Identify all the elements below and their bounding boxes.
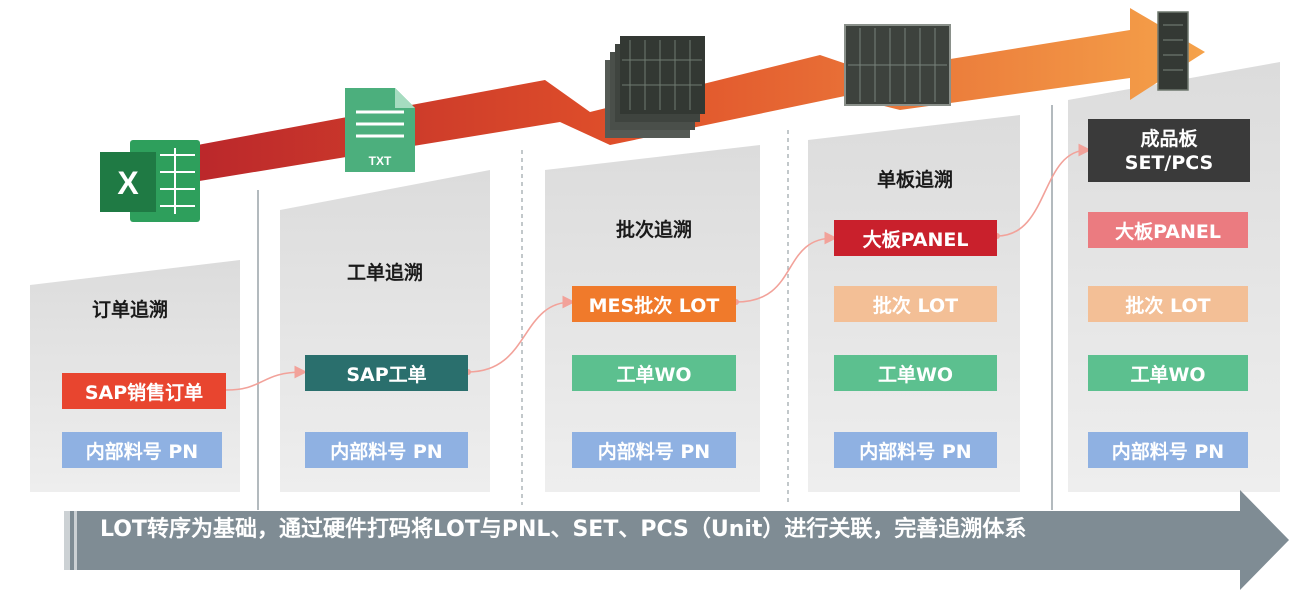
mes-lot-box: MES批次 LOT xyxy=(572,286,736,322)
pcb-stack-image xyxy=(605,36,705,138)
svg-text:X: X xyxy=(117,165,139,201)
summary-banner-text: LOT转序为基础，通过硬件打码将LOT与PNL、SET、PCS（Unit）进行关… xyxy=(100,517,1027,542)
lot-box: 批次 LOT xyxy=(834,286,997,322)
part-number-box: 内部料号 PN xyxy=(305,432,468,468)
sap-sales-order-box: SAP销售订单 xyxy=(62,373,226,409)
banner-stripe xyxy=(64,511,70,570)
stage-title-workorder: 工单追溯 xyxy=(346,262,423,284)
stage-title-order: 订单追溯 xyxy=(91,299,168,321)
stage-title-lot: 批次追溯 xyxy=(615,219,692,241)
part-number-box: 内部料号 PN xyxy=(572,432,736,468)
part-number-box: 内部料号 PN xyxy=(1088,432,1248,468)
sap-workorder-box: SAP工单 xyxy=(305,355,468,391)
part-number-box: 内部料号 PN xyxy=(62,432,222,468)
stage-title-board: 单板追溯 xyxy=(876,169,953,191)
svg-text:TXT: TXT xyxy=(369,154,392,168)
connector-arrow xyxy=(467,295,576,373)
lot-box: 批次 LOT xyxy=(1088,286,1248,322)
connector-arrow xyxy=(225,365,308,391)
pcb-panel-image xyxy=(844,24,951,106)
excel-icon: X xyxy=(100,140,200,222)
connector-arrow xyxy=(996,143,1092,237)
summary-banner xyxy=(64,490,1289,590)
connector-arrow xyxy=(735,231,838,303)
part-number-box: 内部料号 PN xyxy=(834,432,997,468)
panel-box: 大板PANEL xyxy=(834,220,997,256)
pcb-single-image xyxy=(1157,11,1189,91)
workorder-wo-box: 工单WO xyxy=(572,355,736,391)
finished-board-box: 成品板 SET/PCS xyxy=(1088,119,1250,182)
txt-file-icon: TXT xyxy=(345,88,415,172)
workorder-wo-box: 工单WO xyxy=(1088,355,1248,391)
workorder-wo-box: 工单WO xyxy=(834,355,997,391)
stage-panel-2 xyxy=(280,170,490,492)
panel-box: 大板PANEL xyxy=(1088,212,1248,248)
banner-stripe xyxy=(74,511,77,570)
